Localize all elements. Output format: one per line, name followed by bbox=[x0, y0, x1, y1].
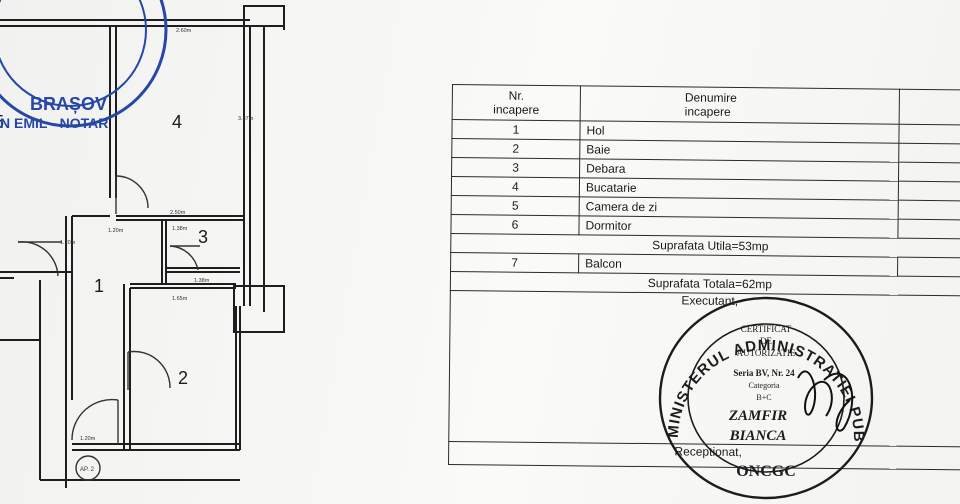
dimension-label: 2.50m bbox=[170, 210, 186, 216]
table-header-row: Nr. incapere Denumire incapere bbox=[452, 84, 960, 125]
notary-seal: BRAȘOV N EMIL - NOTAR bbox=[0, 0, 168, 130]
stamp-name2: BIANCA bbox=[729, 428, 787, 444]
dimension-label: 1.38m bbox=[194, 278, 210, 284]
dimension-label: 3.37m bbox=[238, 116, 254, 122]
room-number-5: 5 bbox=[0, 112, 4, 132]
dimension-label: 1.38m bbox=[172, 226, 188, 232]
dimension-label: 2.60m bbox=[176, 28, 192, 34]
floor-plan: 5 4 3 1 2 2.60m 2.50m 1.20m 1.38m 1.38m … bbox=[0, 5, 285, 488]
room-number-1: 1 bbox=[94, 276, 104, 296]
room-number-2: 2 bbox=[178, 368, 188, 388]
stamp-category-value: B+C bbox=[756, 393, 771, 402]
stamp-series: Seria BV, Nr. 24 bbox=[733, 368, 795, 378]
stamp-category: Categoria bbox=[748, 381, 780, 390]
dimension-label: 1.20m bbox=[60, 240, 76, 246]
header-name: Denumire incapere bbox=[580, 85, 900, 125]
signature bbox=[797, 370, 854, 432]
stamp-name1: ZAMFIR bbox=[728, 408, 787, 424]
stamp-line2: DE bbox=[760, 336, 772, 346]
header-nr: Nr. incapere bbox=[452, 84, 581, 121]
stamp-line1: CERTIFICAT bbox=[741, 324, 792, 334]
stamp-bottom: ONCGC bbox=[736, 463, 796, 480]
notary-seal-city: BRAȘOV bbox=[30, 94, 107, 114]
dimension-label: 1.20m bbox=[108, 228, 124, 234]
authorization-stamp: MINISTERUL ADMINISTRATIEI PUBLICE CERTIF… bbox=[648, 288, 874, 500]
notary-seal-name: N EMIL - NOTAR bbox=[0, 115, 108, 130]
stamp-line3: AUTORIZATIE bbox=[737, 348, 796, 358]
room-number-4: 4 bbox=[172, 112, 182, 132]
apartment-label: AP. 2 bbox=[80, 467, 95, 473]
dimension-label: 1.65m bbox=[172, 296, 188, 302]
room-number-3: 3 bbox=[198, 227, 208, 247]
dimension-label: 1.20m bbox=[80, 436, 96, 442]
